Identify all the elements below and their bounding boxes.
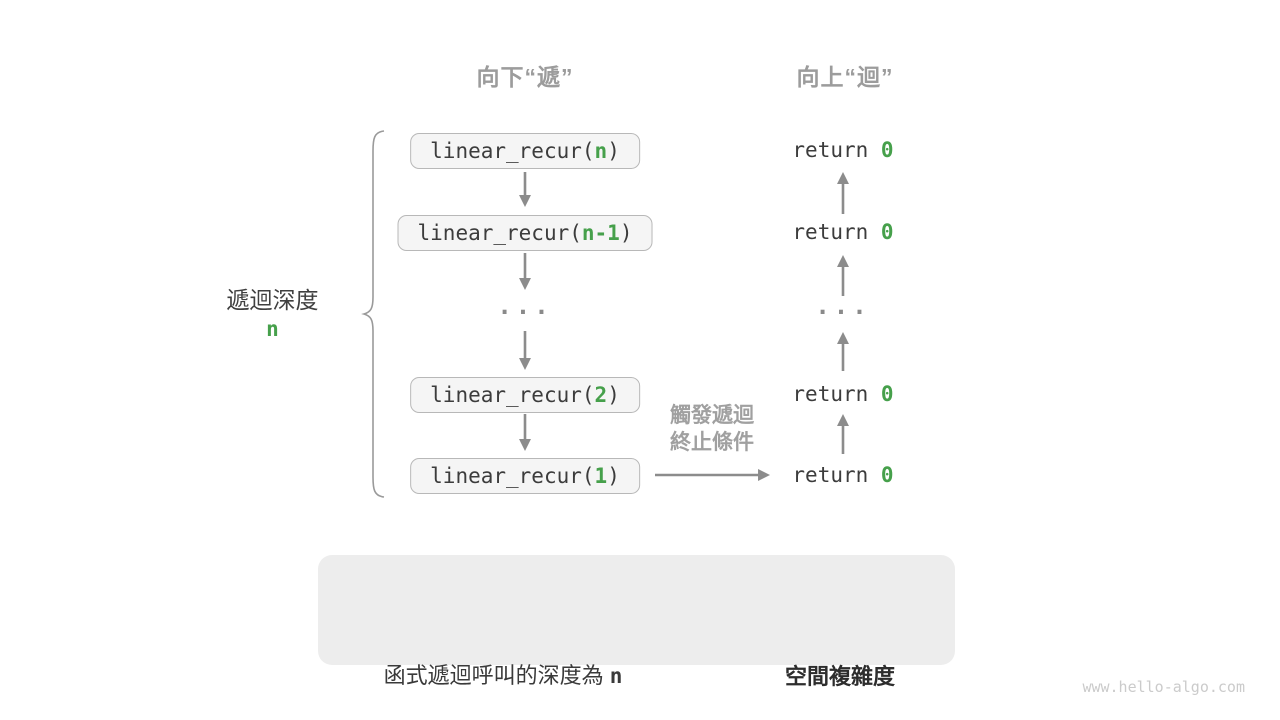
call-box-n: linear_recur(n) — [410, 133, 640, 169]
column-header-return: 向上“迴” — [796, 64, 894, 90]
summary-right-text: 空間複雜度 線性階 O(n) — [740, 574, 940, 720]
call-stack-ellipsis: ··· — [497, 298, 553, 326]
return-row: return 0 — [792, 382, 894, 406]
return-row: return 0 — [792, 138, 894, 162]
return-ellipsis: ··· — [815, 298, 871, 326]
call-box-2: linear_recur(2) — [410, 377, 640, 413]
summary-left-line1: 函式遞迴呼叫的深度為 n — [383, 663, 623, 688]
space-complexity-title: 空間複雜度 — [784, 664, 895, 689]
return-row: return 0 — [792, 463, 894, 487]
depth-label: 遞迴深度 — [226, 287, 319, 313]
base-case-label: 觸發遞迴 終止條件 — [670, 404, 754, 454]
summary-box — [318, 555, 955, 665]
call-box-n-1: linear_recur(n-1) — [397, 215, 653, 251]
depth-brace — [361, 130, 385, 498]
call-box-1: linear_recur(1) — [410, 458, 640, 494]
depth-n-value: n — [266, 317, 279, 341]
return-row: return 0 — [792, 220, 894, 244]
column-header-descend: 向下“遞” — [476, 64, 574, 90]
summary-left-text: 函式遞迴呼叫的深度為 n 共使用 O(n) 的堆疊幀空間 — [338, 576, 668, 720]
watermark: www.hello-algo.com — [1082, 678, 1245, 696]
